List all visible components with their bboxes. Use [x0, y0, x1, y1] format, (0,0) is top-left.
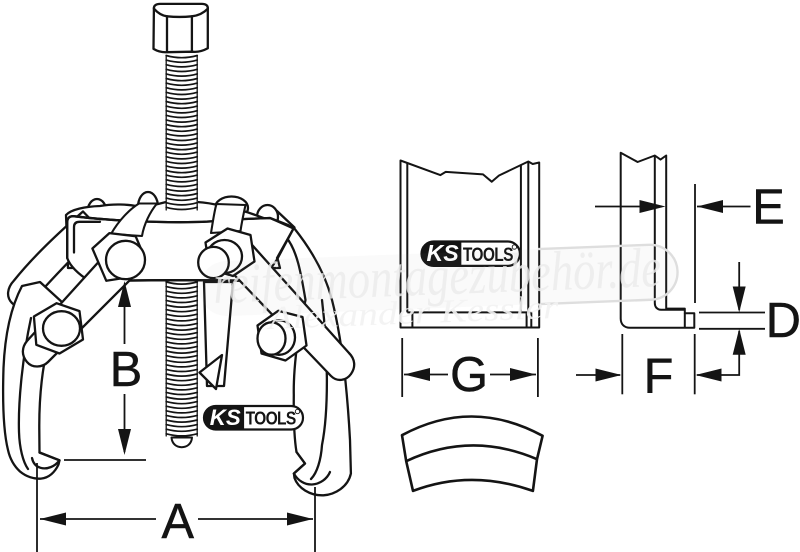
svg-text:TOOLS: TOOLS — [246, 408, 297, 429]
svg-text:D: D — [766, 294, 800, 348]
svg-text:G: G — [450, 348, 488, 402]
svg-text:F: F — [644, 349, 674, 403]
svg-text:KS: KS — [427, 240, 460, 266]
svg-text:TOOLS: TOOLS — [463, 245, 513, 266]
svg-text:E: E — [752, 181, 784, 235]
svg-text:KS: KS — [210, 405, 241, 430]
svg-text:A: A — [162, 495, 195, 549]
svg-text:B: B — [110, 343, 142, 397]
